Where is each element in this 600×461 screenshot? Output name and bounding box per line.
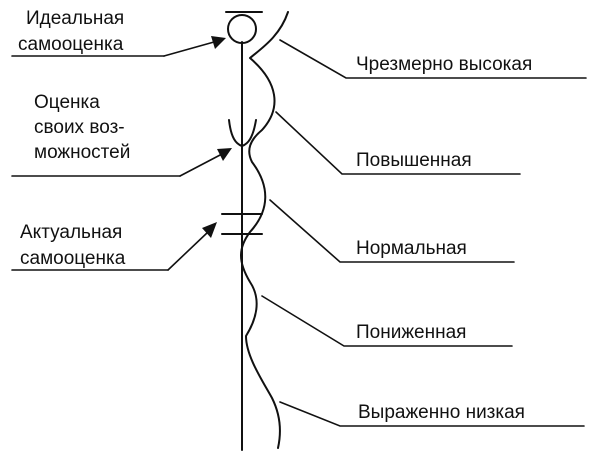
actual-arrow-line [167,231,209,271]
actual-label: Актуальная самооценка [20,222,128,269]
capabilities-arrow-head [217,148,232,161]
high-leader [275,111,521,175]
ideal-label: Идеальная самооценка [18,8,130,55]
capabilities-label: Оценка своих воз- можностей [34,92,130,163]
capabilities-arrow-line [179,153,223,177]
ideal-circle [227,14,257,44]
ideal-arrow-head [211,36,226,49]
very-high-leader [279,39,587,79]
actual-arrow-head [202,222,217,238]
very-low-leader [279,401,585,427]
low-leader [261,295,513,347]
very-low-label: Выраженно низкая [358,402,525,423]
ideal-arrow-line [163,41,215,57]
high-label: Повышенная [356,150,472,171]
capabilities-bracket [228,119,257,147]
normal-label: Нормальная [356,238,467,259]
very-high-label: Чрезмерно высокая [356,54,532,75]
normal-leader [269,199,515,263]
wavy-level-curve [240,11,289,449]
low-label: Пониженная [356,322,466,343]
